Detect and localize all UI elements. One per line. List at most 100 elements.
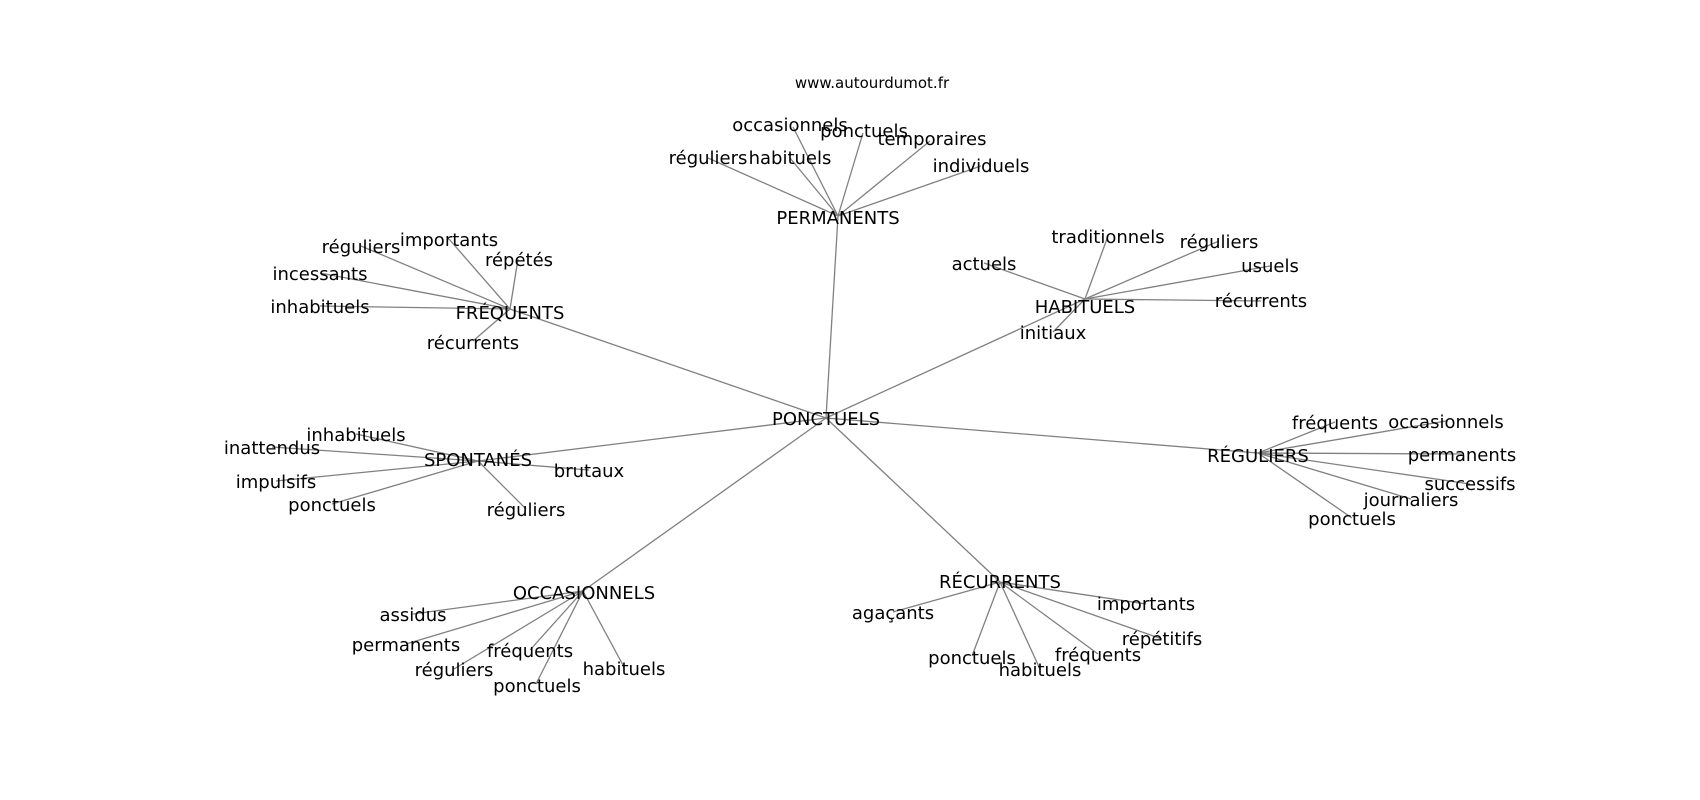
leaf-label-occasionnels-4: réguliers	[415, 660, 494, 681]
leaf-label-habituels-3: usuels	[1241, 256, 1299, 277]
edge-frequents-leaf-3	[319, 272, 511, 310]
edge-spontanes-leaf-1	[271, 446, 479, 462]
edge-occasionnels-leaf-1	[405, 590, 584, 645]
edge-frequents-leaf-5	[472, 308, 511, 342]
leaf-label-permanents-0: occasionnels	[732, 115, 848, 136]
leaf-label-habituels-0: traditionnels	[1051, 227, 1164, 248]
edge-reguliers-leaf-3	[1257, 452, 1471, 485]
edge-habituels-leaf-4	[1084, 298, 1262, 302]
edge-habituels-leaf-1	[1084, 240, 1220, 300]
leaf-label-frequents-2: répétés	[485, 250, 553, 271]
edge-center-spontanes	[477, 417, 827, 462]
hub-label-permanents: PERMANENTS	[776, 208, 899, 229]
edge-frequents-leaf-0	[360, 245, 511, 310]
hub-label-habituels: HABITUELS	[1035, 297, 1136, 318]
edge-habituels-leaf-0	[1084, 235, 1109, 300]
leaf-label-occasionnels-1: permanents	[352, 635, 460, 656]
edge-frequents-leaf-2	[509, 258, 519, 310]
edge-permanents-leaf-0	[792, 126, 839, 217]
leaf-label-occasionnels-3: habituels	[583, 659, 666, 680]
leaf-label-frequents-4: inhabituels	[270, 297, 369, 318]
hub-label-frequents: FRÉQUENTS	[456, 302, 565, 324]
leaf-label-spontanes-4: ponctuels	[288, 495, 376, 516]
edge-reguliers-leaf-1	[1257, 420, 1447, 454]
leaf-label-reguliers-3: successifs	[1424, 474, 1515, 495]
edge-reguliers-leaf-0	[1257, 421, 1336, 454]
leaf-label-spontanes-5: réguliers	[487, 500, 566, 521]
hub-label-recurrents: RÉCURRENTS	[939, 571, 1061, 593]
leaf-label-reguliers-1: occasionnels	[1388, 412, 1504, 433]
leaf-label-frequents-5: récurrents	[427, 333, 519, 354]
hub-label-occasionnels: OCCASIONNELS	[513, 583, 655, 604]
leaf-label-recurrents-3: fréquents	[1055, 645, 1141, 666]
edge-habituels-leaf-5	[1052, 298, 1086, 333]
leaf-label-habituels-1: réguliers	[1180, 232, 1259, 253]
edge-permanents-leaf-1	[837, 132, 864, 217]
leaf-label-habituels-4: récurrents	[1215, 291, 1307, 312]
edge-occasionnels-leaf-4	[453, 590, 584, 670]
leaf-label-spontanes-1: inattendus	[224, 438, 320, 459]
leaf-label-permanents-5: individuels	[933, 156, 1030, 177]
leaf-label-permanents-4: habituels	[749, 148, 832, 169]
edge-recurrents-leaf-4	[971, 581, 1001, 657]
edge-spontanes-leaf-5	[477, 460, 527, 510]
edge-occasionnels-leaf-3	[582, 590, 625, 668]
edge-recurrents-leaf-2	[999, 581, 1163, 640]
leaf-label-permanents-2: temporaires	[878, 129, 987, 150]
edge-recurrents-leaf-3	[999, 581, 1099, 655]
edge-center-occasionnels	[582, 417, 827, 592]
center-label: PONCTUELS	[772, 409, 880, 430]
leaf-label-reguliers-4: journaliers	[1363, 490, 1459, 511]
leaf-label-spontanes-0: inhabituels	[306, 425, 405, 446]
edge-spontanes-leaf-3	[275, 460, 479, 482]
edge-spontanes-leaf-2	[477, 460, 590, 471]
edge-occasionnels-leaf-5	[535, 590, 584, 685]
edge-spontanes-leaf-0	[355, 433, 479, 462]
leaf-label-reguliers-5: ponctuels	[1308, 509, 1396, 530]
edge-recurrents-leaf-5	[999, 581, 1041, 670]
leaf-label-permanents-3: réguliers	[669, 148, 748, 169]
leaf-label-recurrents-4: ponctuels	[928, 648, 1016, 669]
edge-habituels-leaf-2	[983, 262, 1086, 300]
leaf-label-habituels-2: actuels	[952, 254, 1017, 275]
edge-center-frequents	[509, 308, 827, 419]
leaf-label-occasionnels-5: ponctuels	[493, 676, 581, 697]
leaf-label-permanents-1: ponctuels	[820, 121, 908, 142]
edge-permanents-leaf-2	[837, 140, 931, 217]
edge-center-reguliers	[825, 417, 1259, 454]
edge-reguliers-leaf-2	[1257, 452, 1463, 455]
edge-occasionnels-leaf-0	[412, 590, 584, 615]
leaf-label-frequents-0: réguliers	[322, 237, 401, 258]
edge-frequents-leaf-1	[448, 238, 511, 310]
leaf-label-recurrents-0: importants	[1097, 594, 1195, 615]
leaf-label-recurrents-5: habituels	[999, 660, 1082, 681]
leaf-label-reguliers-2: permanents	[1408, 445, 1516, 466]
edge-spontanes-leaf-4	[331, 460, 479, 505]
labels-layer: www.autourdumot.fr PERMANENTS occasionnel…	[224, 74, 1516, 697]
leaf-label-recurrents-2: répétitifs	[1122, 629, 1202, 650]
edge-frequents-leaf-4	[319, 305, 511, 310]
leaf-label-spontanes-3: impulsifs	[236, 472, 316, 493]
source-label: www.autourdumot.fr	[795, 74, 950, 92]
leaf-label-occasionnels-2: fréquents	[487, 641, 573, 662]
hub-label-reguliers: RÉGULIERS	[1207, 445, 1309, 467]
leaf-label-occasionnels-0: assidus	[380, 605, 447, 626]
leaf-label-reguliers-0: fréquents	[1292, 413, 1378, 434]
edge-permanents-leaf-3	[707, 157, 839, 217]
leaf-label-frequents-1: importants	[400, 230, 498, 251]
edge-permanents-leaf-4	[789, 157, 839, 217]
edge-habituels-leaf-3	[1084, 265, 1271, 300]
edge-reguliers-leaf-4	[1257, 452, 1412, 500]
edge-permanents-leaf-5	[837, 165, 982, 217]
edge-recurrents-leaf-1	[892, 581, 1001, 613]
edge-occasionnels-leaf-2	[529, 590, 584, 651]
edge-center-habituels	[825, 298, 1086, 419]
edges-layer	[271, 126, 1471, 685]
edge-center-permanents	[825, 215, 839, 419]
hub-label-spontanes: SPONTANÉS	[424, 449, 532, 471]
leaf-label-frequents-3: incessants	[272, 264, 367, 285]
edge-reguliers-leaf-5	[1257, 452, 1353, 519]
leaf-label-spontanes-2: brutaux	[554, 461, 625, 482]
leaf-label-recurrents-1: agaçants	[852, 603, 934, 624]
